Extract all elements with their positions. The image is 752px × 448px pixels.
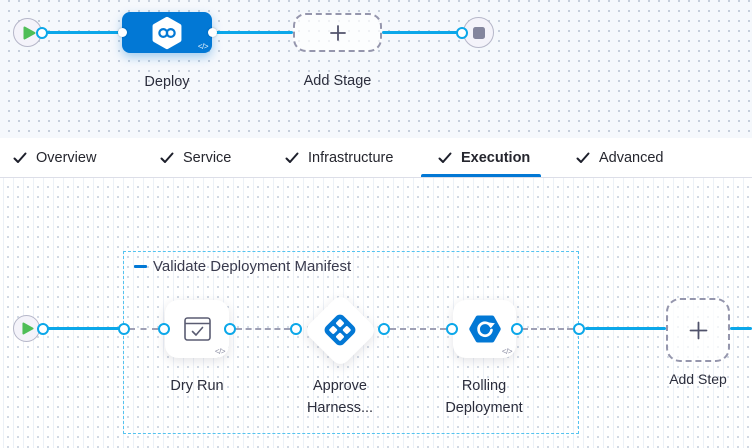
tab-infrastructure[interactable]: Infrastructure [285, 138, 393, 177]
step-group-title: Validate Deployment Manifest [153, 258, 352, 275]
code-view-icon: </> [214, 347, 226, 356]
step-node-dry-run[interactable]: </> [165, 300, 229, 358]
connector-port [290, 322, 302, 335]
connector-port [157, 322, 170, 335]
tab-label: Advanced [599, 149, 664, 166]
connector-port [224, 322, 236, 335]
code-view-icon: </> [501, 347, 513, 356]
connector-port [36, 322, 49, 335]
step-label: Rolling Deployment [445, 378, 523, 416]
wire [585, 327, 666, 330]
dashed-wire [129, 327, 158, 330]
stage-node-deploy[interactable]: </> [117, 12, 217, 53]
plus-icon [689, 321, 707, 339]
stage-label: Deploy [144, 74, 190, 90]
harness-cd-hexagon-icon [152, 16, 182, 49]
check-icon [576, 152, 590, 163]
stop-icon [472, 26, 485, 39]
step-label: Dry Run [170, 378, 224, 394]
connector-port [207, 28, 217, 37]
stage-config-tabs: Overview Service Infrastructure Executio… [0, 138, 752, 178]
step-group-frame [123, 251, 579, 434]
code-view-icon: </> [197, 42, 209, 51]
check-icon [438, 152, 452, 163]
add-stage-label: Add Stage [303, 73, 372, 89]
harness-approval-diamond-icon [324, 314, 356, 346]
connector-port [510, 322, 523, 335]
dashed-wire [236, 327, 290, 330]
wire [212, 31, 293, 34]
collapse-minus-icon [134, 265, 147, 268]
connector-port [378, 322, 390, 335]
execution-canvas[interactable]: Validate Deployment Manifest [0, 178, 752, 448]
tab-label: Infrastructure [308, 149, 394, 166]
tab-service[interactable]: Service [160, 138, 231, 177]
connector-port [117, 322, 130, 335]
wire [730, 327, 752, 330]
tab-label: Service [183, 149, 232, 166]
wire [47, 327, 123, 330]
check-icon [13, 152, 27, 163]
connector-port [36, 26, 48, 39]
execution-start-node [12, 315, 40, 342]
connector-port [573, 322, 585, 335]
pipeline-end-node [463, 17, 494, 48]
plus-icon [329, 24, 346, 41]
step-label: Approve Harness... [306, 378, 374, 416]
check-icon [285, 152, 299, 163]
connector-port [446, 322, 458, 335]
active-tab-indicator [421, 174, 541, 177]
stage-canvas[interactable]: </> Deploy Add Stage [0, 0, 752, 138]
tab-advanced[interactable]: Advanced [576, 138, 664, 177]
tab-overview[interactable]: Overview [13, 138, 96, 177]
connector-port [456, 26, 468, 39]
add-step-button[interactable] [666, 298, 730, 362]
window-check-icon [183, 317, 211, 341]
tab-label: Overview [36, 149, 97, 166]
wire [382, 31, 458, 34]
check-icon [160, 152, 174, 163]
wire [46, 31, 123, 34]
add-stage-button[interactable] [293, 13, 382, 52]
play-icon [21, 322, 34, 335]
add-step-label: Add Step [669, 371, 727, 387]
connector-port [117, 28, 127, 37]
step-node-rolling-deployment[interactable]: </> [453, 300, 516, 358]
dashed-wire [390, 327, 446, 330]
tab-label: Execution [461, 149, 531, 166]
step-group-header[interactable]: Validate Deployment Manifest [134, 258, 351, 275]
tab-execution[interactable]: Execution [438, 138, 530, 177]
play-icon [23, 26, 35, 39]
dashed-wire [522, 327, 573, 330]
rolling-deployment-icon [468, 315, 501, 343]
